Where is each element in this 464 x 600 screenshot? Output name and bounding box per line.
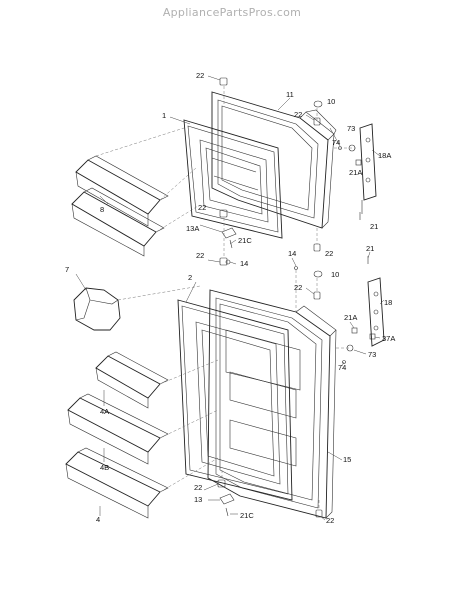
callout-4B: 4B: [100, 463, 109, 472]
dairy-door-7: [73, 287, 121, 331]
callout-22: 22: [196, 71, 204, 80]
callout-22: 22: [198, 203, 206, 212]
callout-74: 74: [332, 138, 340, 147]
callout-73: 73: [347, 124, 355, 133]
callout-21A: 21A: [349, 168, 362, 177]
callout-22: 22: [326, 516, 334, 525]
callout-21C: 21C: [240, 511, 254, 520]
callout-74: 74: [338, 363, 346, 372]
callout-14: 14: [240, 259, 248, 268]
callout-8: 8: [100, 205, 104, 214]
callout-18A: 18A: [378, 151, 391, 160]
fresh-food-door-gasket-2: [177, 299, 293, 501]
callout-1: 1: [162, 111, 166, 120]
callout-22: 22: [294, 110, 302, 119]
callout-37A: 37A: [382, 334, 395, 343]
callout-21: 21: [366, 244, 374, 253]
hinge-18A: [359, 123, 377, 214]
assembly-dash-lines: [95, 86, 356, 510]
callout-13: 13: [194, 495, 202, 504]
callout-18: 18: [384, 298, 392, 307]
watermark: AppliancePartsPros.com: [162, 6, 302, 19]
callout-2: 2: [188, 273, 192, 282]
callout-22: 22: [194, 483, 202, 492]
callout-4A: 4A: [100, 407, 109, 416]
hinge-hardware: [217, 77, 376, 518]
callout-10: 10: [327, 97, 335, 106]
callout-22: 22: [196, 251, 204, 260]
callout-22: 22: [325, 249, 333, 258]
door-shelf-4A: [95, 351, 169, 409]
callout-21C: 21C: [238, 236, 252, 245]
callout-21A: 21A: [344, 313, 357, 322]
callout-21: 21: [370, 222, 378, 231]
callout-14: 14: [288, 249, 296, 258]
callout-labels: 22 11 10 1 22 73 74 18A 21A 8 22 13A 21C…: [65, 71, 395, 525]
callout-10: 10: [331, 270, 339, 279]
door-shelf-4B: [67, 393, 169, 465]
callout-13A: 13A: [186, 224, 199, 233]
callout-22: 22: [294, 283, 302, 292]
callout-11: 11: [286, 90, 294, 99]
freezer-shelf-8: [71, 155, 169, 257]
leader-lines: [75, 75, 385, 521]
freezer-door-11: [211, 91, 337, 229]
callout-73: 73: [368, 350, 376, 359]
hinge-18: [367, 277, 385, 347]
freezer-door-gasket-1: [183, 119, 283, 239]
callout-7: 7: [65, 265, 69, 274]
door-shelf-4: [65, 447, 169, 519]
callout-4: 4: [96, 515, 100, 524]
callout-15: 15: [343, 455, 351, 464]
